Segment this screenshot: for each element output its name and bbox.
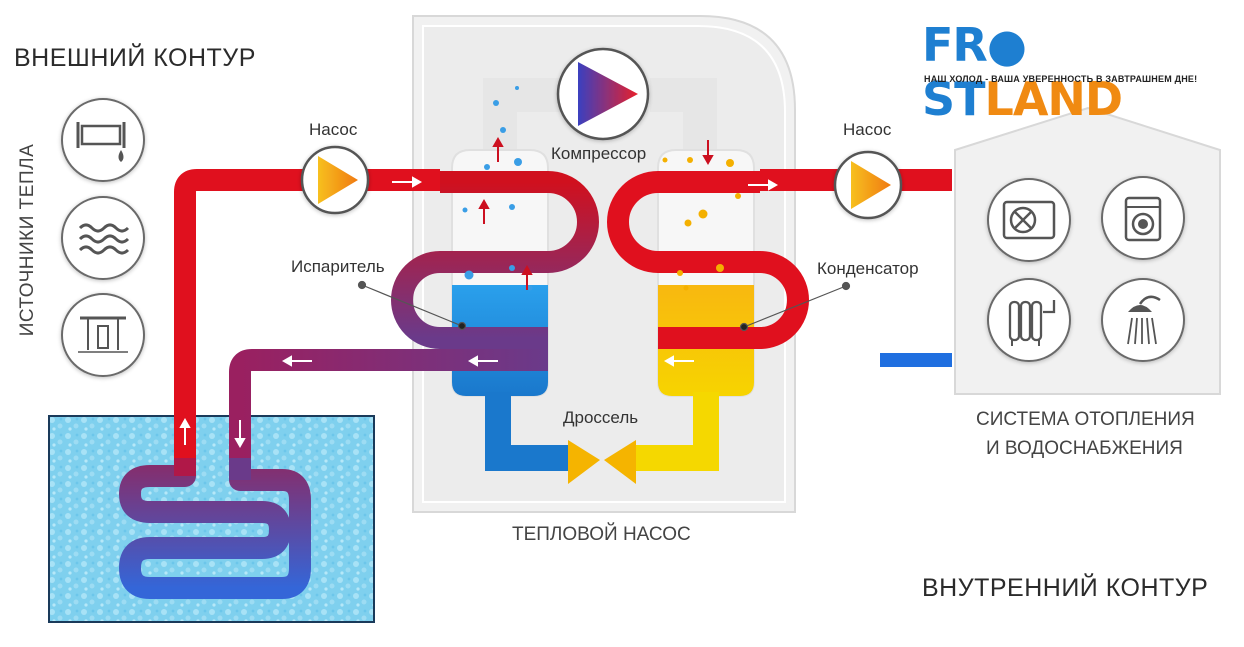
condenser-bubbles [662, 157, 741, 291]
water-waves-icon [61, 196, 145, 280]
flow-arrows [179, 176, 779, 449]
logo-wordmark: FR●STLAND [922, 18, 1123, 126]
well-icon [61, 293, 145, 377]
leader-lines [357, 280, 851, 332]
penguin-icon: ● [986, 18, 1027, 72]
evaporator-label: Испаритель [291, 257, 385, 276]
outer-circuit-title: ВНЕШНИЙ КОНТУР [14, 44, 256, 72]
refrigerant-direction-arrows [478, 136, 714, 290]
evaporator-coil [391, 171, 599, 349]
radiator-icon [987, 278, 1071, 362]
condenser-coil [607, 171, 809, 349]
heat-pump-label: ТЕПЛОВОЙ НАСОС [512, 524, 691, 545]
pipe-drip-icon [61, 98, 145, 182]
warm-refrigerant-line [632, 392, 719, 471]
logo-slogan: НАШ ХОЛОД - ВАША УВЕРЕННОСТЬ В ЗАВТРАШНЕ… [924, 74, 1198, 84]
heating-system-label-2: И ВОДОСНАБЖЕНИЯ [986, 438, 1183, 459]
evaporator-bubbles [462, 86, 533, 291]
throttle-valve [568, 440, 636, 484]
frostland-logo: FR●STLAND НАШ ХОЛОД - ВАША УВЕРЕННОСТЬ В… [922, 18, 1214, 126]
compressor [556, 47, 650, 141]
outer-supply-pipe [174, 169, 440, 470]
consumer-house [954, 106, 1221, 395]
ground-loop [119, 458, 311, 599]
compressor-label: Компрессор [551, 144, 647, 163]
inner-circuit-title: ВНУТРЕННИЙ КОНТУР [922, 574, 1209, 602]
pump-left-label: Насос [309, 120, 358, 139]
heating-system-label-1: СИСТЕМА ОТОПЛЕНИЯ [976, 409, 1195, 430]
cold-refrigerant-line [485, 392, 572, 471]
outer-return-pipe [229, 349, 548, 470]
shower-icon [1101, 278, 1185, 362]
heat-sources-label: ИСТОЧНИКИ ТЕПЛА [17, 143, 38, 337]
pump-right-label: Насос [843, 120, 892, 139]
throttle-label: Дроссель [563, 408, 639, 427]
condenser-label: Конденсатор [817, 259, 919, 278]
pump-left [300, 145, 370, 215]
washing-machine-icon [1101, 176, 1185, 260]
air-conditioner-icon [987, 178, 1071, 262]
gas-pipe-right [650, 78, 717, 170]
pump-right [833, 150, 903, 220]
